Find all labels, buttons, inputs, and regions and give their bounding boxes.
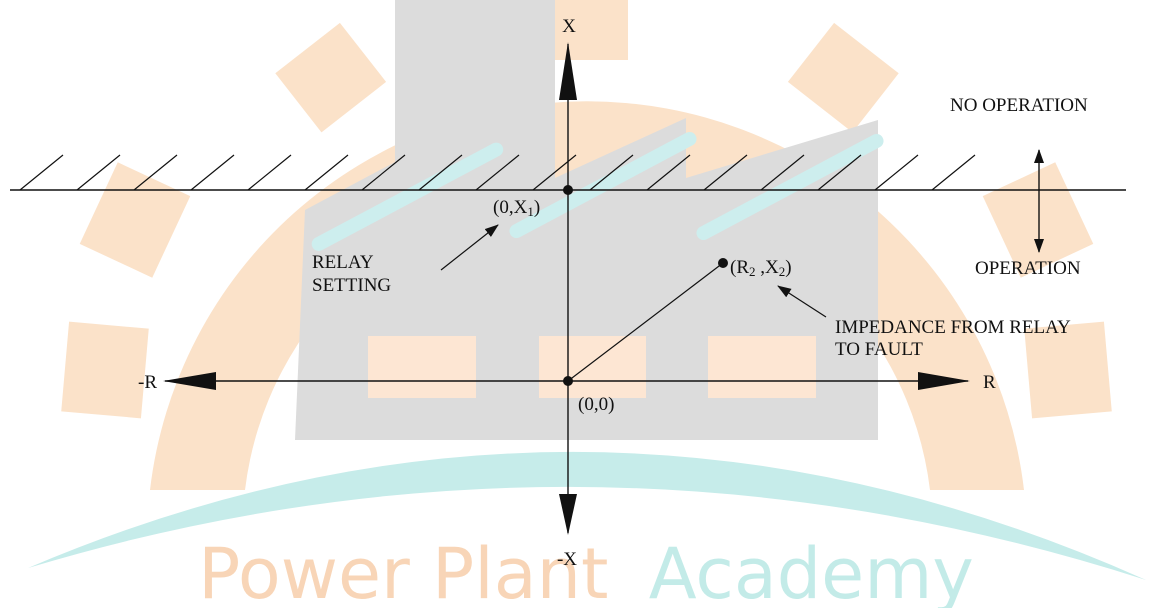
hatch-mark: [760, 154, 805, 191]
x-axis-up-arrowhead: [559, 42, 577, 100]
hatch-mark: [703, 154, 748, 191]
x-axis-label: X: [562, 16, 576, 37]
hatch-mark: [304, 154, 349, 191]
hatch-mark: [19, 154, 64, 191]
hatch-mark: [190, 154, 235, 191]
hatch-mark: [874, 154, 919, 191]
fault-point-label: (R2 ,X2): [730, 257, 792, 279]
hatch-mark: [418, 154, 463, 191]
operation-label: OPERATION: [975, 258, 1081, 279]
neg-x-axis-label: -X: [557, 549, 577, 570]
relay-setting-label: RELAY SETTING: [312, 252, 391, 296]
factory-icon: [295, 0, 884, 440]
r-axis-right-arrowhead: [918, 372, 970, 390]
origin-point: [563, 376, 573, 386]
impedance-label: IMPEDANCE FROM RELAY TO FAULT: [835, 317, 1075, 360]
hatch-mark: [589, 154, 634, 191]
r-axis-label: R: [983, 372, 996, 393]
wordmark-arc: [28, 451, 1146, 580]
relay-point-label: (0,X1): [493, 197, 540, 219]
hatch-mark: [76, 154, 121, 191]
relay-point: [563, 185, 573, 195]
hatch-mark: [646, 154, 691, 191]
neg-r-axis-label: -R: [138, 372, 157, 393]
hatch-mark: [247, 154, 292, 191]
hatch-mark: [532, 154, 577, 191]
no-operation-label: NO OPERATION: [950, 95, 1088, 116]
relay-setting-hatching: [19, 154, 976, 191]
hatch-mark: [133, 154, 178, 191]
hatch-mark: [817, 154, 862, 191]
hatch-mark: [931, 154, 976, 191]
origin-label: (0,0): [578, 394, 614, 415]
labels: X -X R -R (0,0) (0,X1) (R2 ,X2) RELAY SE…: [138, 16, 1088, 570]
x-axis-down-arrowhead: [559, 494, 577, 535]
hatch-mark: [361, 154, 406, 191]
diagram: [10, 42, 1126, 535]
impedance-pointer-arrow: [777, 285, 827, 318]
fault-point: [718, 258, 728, 268]
r-axis-left-arrowhead: [163, 372, 216, 390]
wordmark: Power Plant Academy: [198, 533, 974, 608]
impedance-vector: [567, 262, 724, 382]
hatch-mark: [475, 154, 520, 191]
watermark: Power Plant Academy: [28, 0, 1146, 608]
relay-setting-pointer-arrow: [440, 224, 499, 271]
